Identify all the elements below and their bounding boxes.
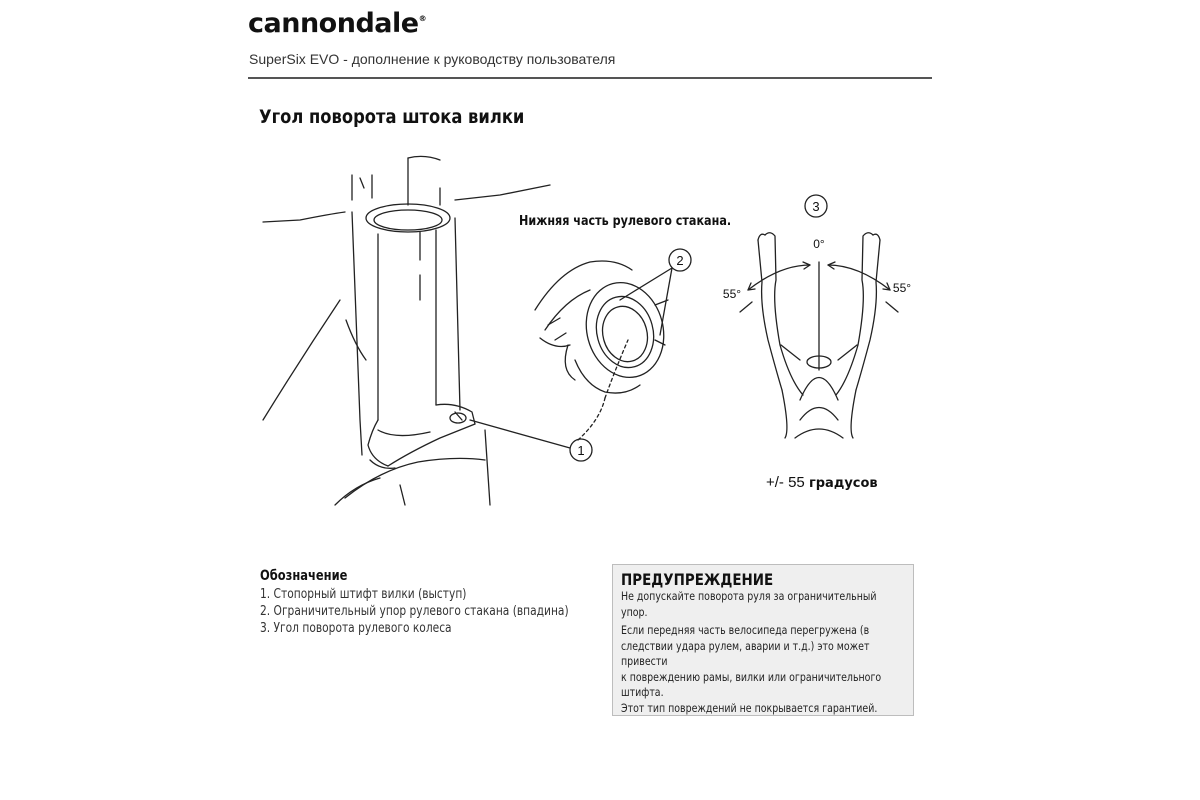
fork-top-view [739, 232, 899, 439]
warning-box: ПРЕДУПРЕЖДЕНИЕ Не допускайте поворота ру… [612, 564, 914, 716]
warning-line: Если передняя часть велосипеда перегруже… [621, 623, 870, 637]
warning-line: штифта. [621, 685, 664, 699]
headset-callout-label: Нижняя часть рулевого стакана. [519, 214, 732, 229]
header-divider [248, 77, 932, 79]
warning-line: следствии удара рулем, аварии и т.д.) эт… [621, 638, 870, 669]
legend-item: 1. Стопорный штифт вилки (выступ) [260, 587, 467, 602]
brand-logo: cannondale® [248, 8, 427, 39]
steering-range-label: +/- 55 градусов [766, 474, 878, 491]
warning-text: Не допускайте поворота руля за ограничит… [621, 589, 908, 716]
marker-circle-2 [668, 248, 692, 272]
marker-circle-1 [569, 438, 593, 462]
warning-line: упор. [621, 604, 648, 619]
marker-2: 2 [676, 253, 683, 268]
warning-line: Этот тип повреждений не покрывается гара… [621, 700, 878, 715]
marker-3: 3 [812, 199, 819, 214]
marker-circle-3 [804, 194, 828, 218]
document-subtitle: SuperSix EVO - дополнение к руководству … [249, 51, 616, 67]
headset-bottom-drawing [534, 260, 669, 394]
legend-title: Обозначение [260, 568, 348, 584]
marker-1: 1 [577, 443, 584, 458]
warning-line: к повреждению рамы, вилки или ограничите… [621, 669, 882, 684]
legend: Обозначение 1. Стопорный штифт вилки (вы… [260, 568, 569, 637]
brand-name: cannondale [248, 8, 419, 39]
leader-lines [469, 267, 673, 449]
steering-range-value: +/- 55 [766, 474, 805, 491]
frame-headtube-drawing [262, 155, 551, 506]
legend-item: 3. Угол поворота рулевого колеса [260, 621, 452, 636]
warning-title: ПРЕДУПРЕЖДЕНИЕ [621, 570, 774, 589]
steering-range-unit: градусов [808, 476, 878, 491]
angle-center-label: 0° [813, 237, 825, 251]
registered-mark: ® [418, 14, 427, 23]
warning-line: Не допускайте поворота руля за ограничит… [621, 589, 877, 603]
section-heading: Угол поворота штока вилки [259, 106, 525, 128]
angle-left-label: 55° [723, 287, 741, 301]
angle-right-label: 55° [893, 281, 911, 295]
legend-item: 2. Ограничительный упор рулевого стакана… [260, 604, 569, 619]
